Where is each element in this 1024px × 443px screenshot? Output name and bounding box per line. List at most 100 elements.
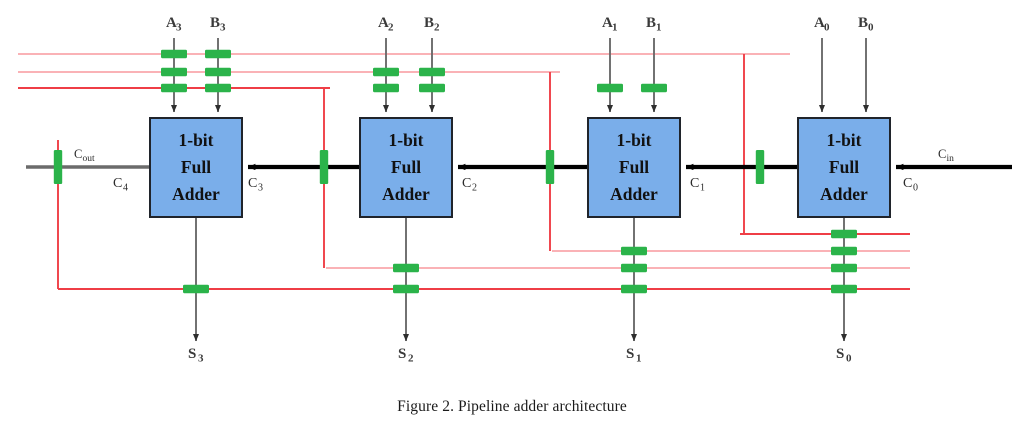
label-C0-base: C [903,176,912,191]
register-S2-1 [393,263,419,273]
label-C1-base: C [690,176,699,191]
label-C4-base: C [113,176,122,191]
adder-block-label-fa3-2: Full [181,157,211,177]
register-A2-1 [373,67,399,77]
register-A1-1 [597,83,623,93]
label-A3-base: A [166,15,177,31]
label-S3-base: S [188,346,196,362]
adder-block-label-fa0-1: 1-bit [827,130,862,150]
register-carry-2 [545,150,555,184]
label-A2-sub: 2 [388,22,394,34]
label-C1-sub: 1 [700,183,705,194]
pipeline-registers-layer [53,49,857,294]
adder-block-label-fa3-3: Adder [172,184,220,204]
register-S3-1 [183,284,209,294]
label-S0-sub: 0 [846,353,852,365]
adder-block-body-fa3 [149,117,243,218]
label-S0-base: S [836,346,844,362]
label-A1-sub: 1 [612,22,618,34]
register-A3-3 [161,83,187,93]
register-B1-1 [641,83,667,93]
label-A2-base: A [378,15,389,31]
register-S0-3 [831,263,857,273]
label-C2-sub: 2 [472,183,477,194]
label-B0-base: B [858,15,868,31]
adder-block-label-fa1-1: 1-bit [617,130,652,150]
register-S1-2 [621,263,647,273]
register-carry-3 [755,150,765,184]
register-S1-1 [621,246,647,256]
label-B1-base: B [646,15,656,31]
adder-block-label-fa3-1: 1-bit [179,130,214,150]
label-Cout-sub: out [83,154,96,164]
label-S2-sub: 2 [408,353,414,365]
register-S0-4 [831,284,857,294]
label-A1-base: A [602,15,613,31]
register-S2-2 [393,284,419,294]
label-A3-sub: 3 [176,22,182,34]
figure-caption: Figure 2. Pipeline adder architecture [397,398,627,415]
label-B2-base: B [424,15,434,31]
adder-block-label-fa0-3: Adder [820,184,868,204]
label-B3-base: B [210,15,220,31]
adder-block-label-fa0-2: Full [829,157,859,177]
adder-block-label-fa2-2: Full [391,157,421,177]
adder-blocks-layer: 1-bitFullAdder1-bitFullAdder1-bitFullAdd… [149,117,891,218]
label-A0-sub: 0 [824,22,830,34]
label-C3-base: C [248,176,257,191]
register-S0-1 [831,229,857,239]
label-A0-base: A [814,15,825,31]
label-B1-sub: 1 [656,22,662,34]
register-A2-2 [373,83,399,93]
label-C0-sub: 0 [913,183,918,194]
label-C2-base: C [462,176,471,191]
register-B2-2 [419,83,445,93]
register-S1-3 [621,284,647,294]
adder-block-body-fa2 [359,117,453,218]
label-S1-sub: 1 [636,353,642,365]
label-Cin-sub: in [947,154,955,164]
adder-block-label-fa1-3: Adder [610,184,658,204]
label-S3-sub: 3 [198,353,204,365]
adder-block-body-fa0 [797,117,891,218]
adder-block-label-fa2-1: 1-bit [389,130,424,150]
adder-block-label-fa2-3: Adder [382,184,430,204]
label-S1-base: S [626,346,634,362]
register-B3-3 [205,83,231,93]
register-S0-2 [831,246,857,256]
register-carry-1 [319,150,329,184]
label-B3-sub: 3 [220,22,226,34]
register-A3-1 [161,49,187,59]
register-B3-2 [205,67,231,77]
label-B2-sub: 2 [434,22,440,34]
adder-block-label-fa1-2: Full [619,157,649,177]
register-B3-1 [205,49,231,59]
register-B2-1 [419,67,445,77]
label-Cin-base: C [938,147,946,161]
label-Cout-base: C [74,147,82,161]
register-carry-4 [53,150,63,184]
